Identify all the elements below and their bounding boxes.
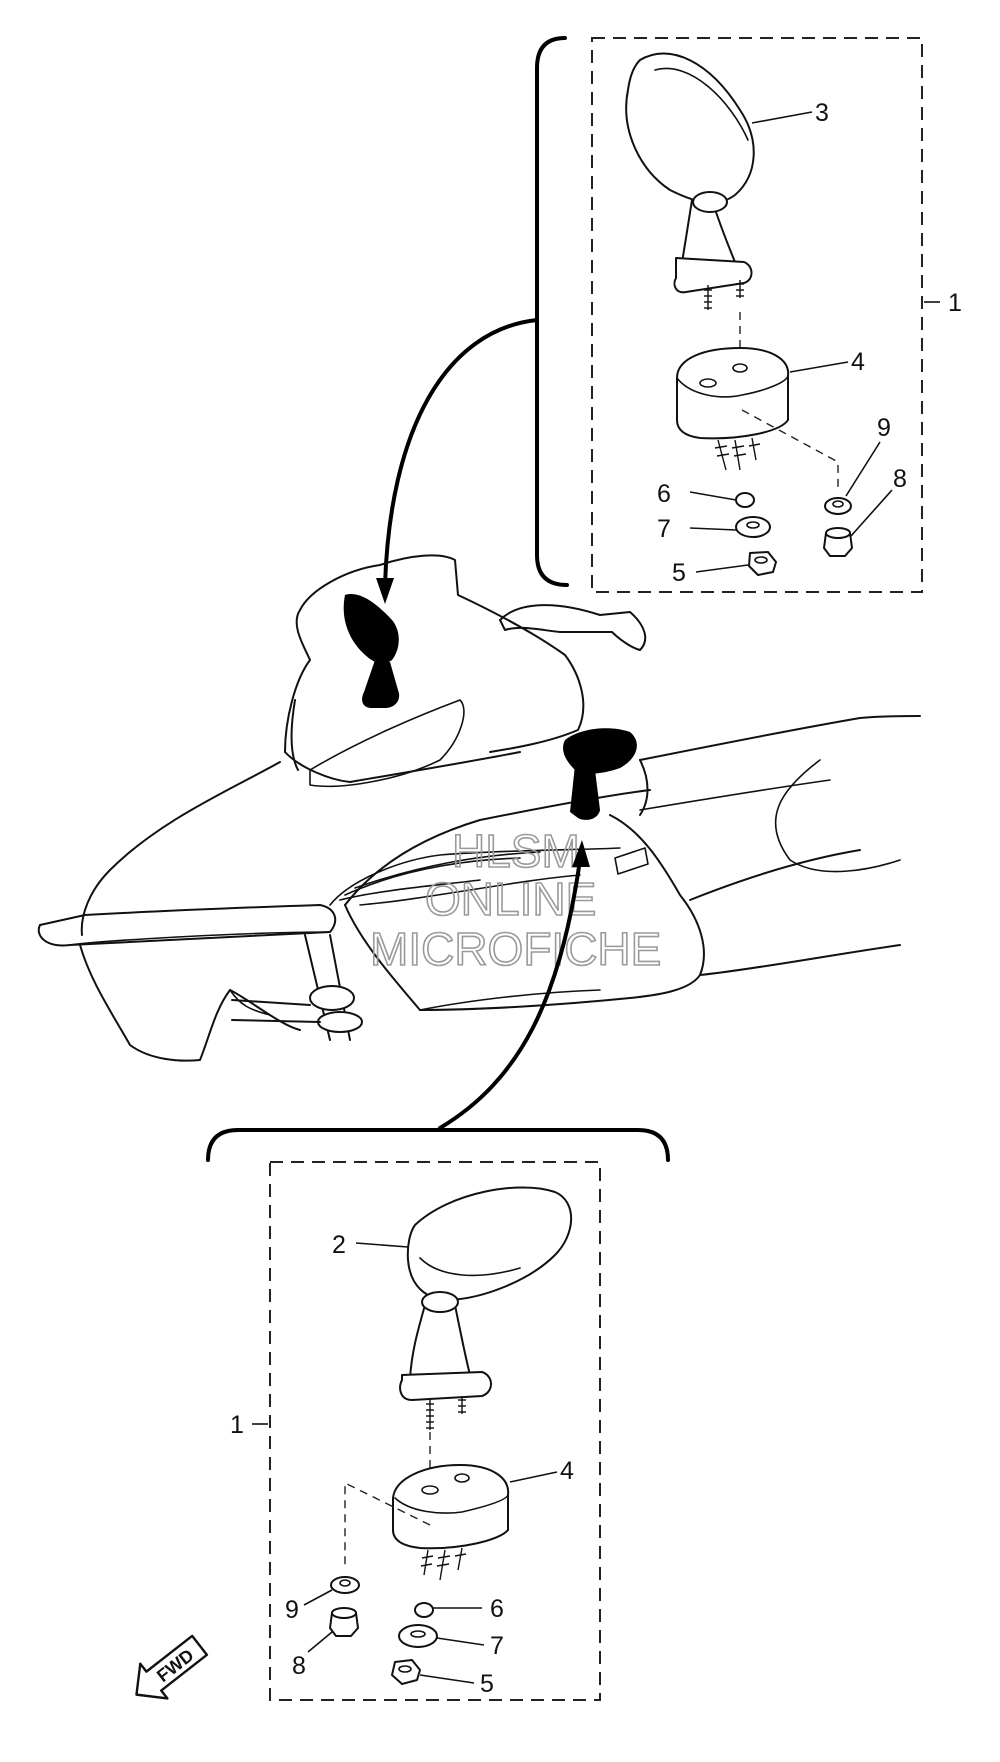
top-washer	[735, 516, 771, 538]
top-assembly-box	[591, 37, 923, 593]
label-bottom-base: 4	[560, 1457, 574, 1485]
label-bottom-collar: 9	[285, 1596, 299, 1624]
label-top-nut: 5	[672, 559, 686, 587]
label-top-washer-small: 6	[657, 480, 671, 508]
fwd-arrow: FWD	[135, 1634, 209, 1700]
top-callout-arrowhead	[376, 578, 394, 604]
right-mirror	[625, 52, 755, 310]
top-nut	[748, 551, 777, 576]
bottom-assembly-label: 1	[230, 1411, 244, 1439]
label-bottom-nut: 5	[480, 1670, 494, 1698]
bottom-flange-nut	[329, 1607, 359, 1637]
label-top-collar: 9	[877, 414, 891, 442]
top-detail-group: 1 3	[376, 36, 962, 604]
watermark: HLSM ONLINE MICROFICHE	[369, 824, 662, 976]
top-assembly-label: 1	[948, 289, 962, 317]
label-right-mirror: 3	[815, 99, 829, 127]
bottom-detail-group: 1 2	[206, 840, 670, 1701]
label-bottom-flange-nut: 8	[292, 1652, 306, 1680]
label-bottom-washer: 7	[490, 1632, 504, 1660]
mirror-silhouette-right	[563, 728, 637, 820]
label-top-flange-nut: 8	[893, 465, 907, 493]
bottom-assembly-box	[269, 1161, 601, 1701]
watercraft-body: HLSM ONLINE MICROFICHE	[37, 554, 921, 1062]
top-callout-arrow-line	[383, 318, 539, 587]
bottom-washer-small	[414, 1602, 434, 1618]
bottom-washer	[398, 1624, 438, 1648]
top-washer-small	[735, 492, 755, 508]
mirror-silhouette-left	[343, 594, 400, 708]
svg-text:HLSM: HLSM	[452, 825, 580, 877]
bottom-bracket	[206, 1128, 670, 1162]
bottom-callout-arrow-line	[438, 858, 582, 1130]
top-mirror-base	[676, 347, 839, 490]
svg-text:MICROFICHE: MICROFICHE	[370, 923, 661, 975]
label-top-base: 4	[851, 348, 865, 376]
label-left-mirror: 2	[332, 1231, 346, 1259]
left-mirror	[399, 1186, 573, 1430]
label-top-washer: 7	[657, 515, 671, 543]
bottom-callout-arrowhead	[572, 840, 590, 867]
bottom-mirror-base	[344, 1464, 510, 1581]
label-bottom-washer-small: 6	[490, 1595, 504, 1623]
bottom-collar	[330, 1576, 360, 1594]
top-flange-nut	[823, 527, 853, 557]
top-collar	[824, 497, 852, 515]
bottom-nut	[391, 1659, 421, 1685]
top-bracket	[535, 36, 569, 587]
